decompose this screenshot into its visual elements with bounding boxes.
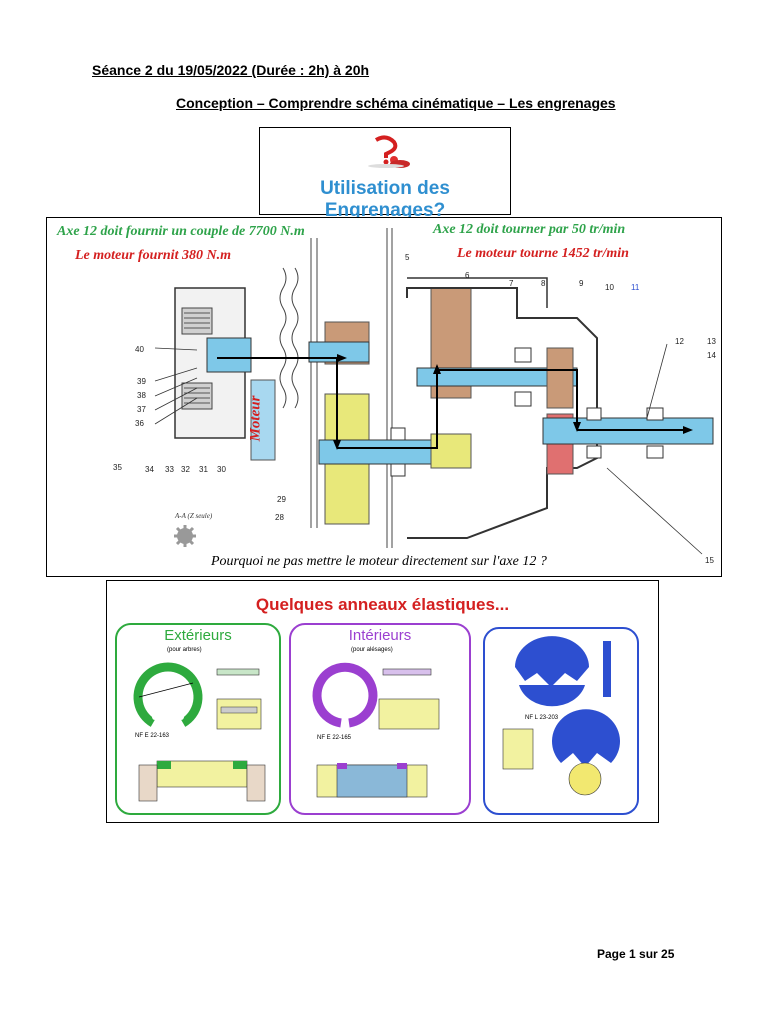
title-text: Utilisation des Engrenages? [320, 178, 450, 221]
interior-norm: NF E 22-165 [317, 735, 352, 741]
svg-text:29: 29 [277, 495, 286, 504]
svg-text:15: 15 [705, 556, 714, 565]
svg-text:38: 38 [137, 391, 146, 400]
svg-text:34: 34 [145, 465, 154, 474]
circlips-figure: Quelques anneaux élastiques... Extérieur… [106, 580, 659, 823]
svg-text:8: 8 [541, 279, 546, 288]
session-heading: Séance 2 du 19/05/2022 (Durée : 2h) à 20… [92, 62, 370, 78]
panel-exterior: Extérieurs (pour arbres) NF E 22-163 [115, 623, 281, 815]
svg-text:6: 6 [465, 271, 470, 280]
svg-text:28: 28 [275, 513, 284, 522]
motor-shaft [206, 337, 252, 373]
exterior-subtitle: (pour arbres) [167, 647, 202, 653]
question-text: Pourquoi ne pas mettre le moteur directe… [205, 554, 553, 570]
svg-text:36: 36 [135, 419, 144, 428]
exterior-norm: NF E 22-163 [135, 733, 170, 739]
intermediate-shaft [318, 439, 450, 465]
svg-text:11: 11 [631, 283, 640, 292]
panel-interior: Intérieurs (pour alésages) NF E 22-165 [289, 623, 471, 815]
e-clip-drawing [502, 636, 620, 796]
svg-text:12: 12 [675, 337, 684, 346]
svg-text:13: 13 [707, 337, 716, 346]
circlips-title: Quelques anneaux élastiques... [255, 595, 510, 614]
interior-title: Intérieurs [348, 627, 412, 644]
svg-text:9: 9 [579, 279, 584, 288]
svg-text:32: 32 [181, 465, 190, 474]
exterior-title: Extérieurs [164, 627, 232, 644]
svg-text:35: 35 [113, 463, 122, 472]
interior-subtitle: (pour alésages) [351, 647, 393, 653]
interior-circlip-drawing [306, 662, 440, 798]
svg-text:39: 39 [137, 377, 146, 386]
motor-label: Moteur [247, 395, 264, 442]
panel-e-clip: NF L 23-203 [483, 627, 639, 815]
svg-text:7: 7 [509, 279, 514, 288]
svg-text:30: 30 [217, 465, 226, 474]
subject-heading: Conception – Comprendre schéma cinématiq… [176, 95, 616, 111]
thinking-person-question-icon [368, 135, 410, 168]
svg-text:33: 33 [165, 465, 174, 474]
svg-text:31: 31 [199, 465, 208, 474]
svg-text:5: 5 [405, 253, 410, 262]
page-number: Page 1 sur 25 [597, 947, 675, 961]
svg-text:37: 37 [137, 405, 146, 414]
svg-text:40: 40 [135, 345, 144, 354]
torque-motor-annotation: Le moteur fournit 380 N.m [75, 248, 231, 263]
e-clip-norm: NF L 23-203 [525, 715, 559, 721]
torque-output-annotation: Axe 12 doit fournir un couple de 7700 N.… [57, 224, 305, 239]
speed-output-annotation: Axe 12 doit tourner par 50 tr/min [433, 222, 626, 237]
svg-text:10: 10 [605, 283, 614, 292]
section-label: A-A (Z seule) [175, 512, 213, 520]
speed-motor-annotation: Le moteur tourne 1452 tr/min [457, 246, 629, 261]
title-box: Utilisation des Engrenages? [259, 127, 511, 221]
exterior-circlip-drawing [133, 662, 266, 802]
svg-text:14: 14 [707, 351, 716, 360]
gear-section-icon [174, 525, 196, 547]
